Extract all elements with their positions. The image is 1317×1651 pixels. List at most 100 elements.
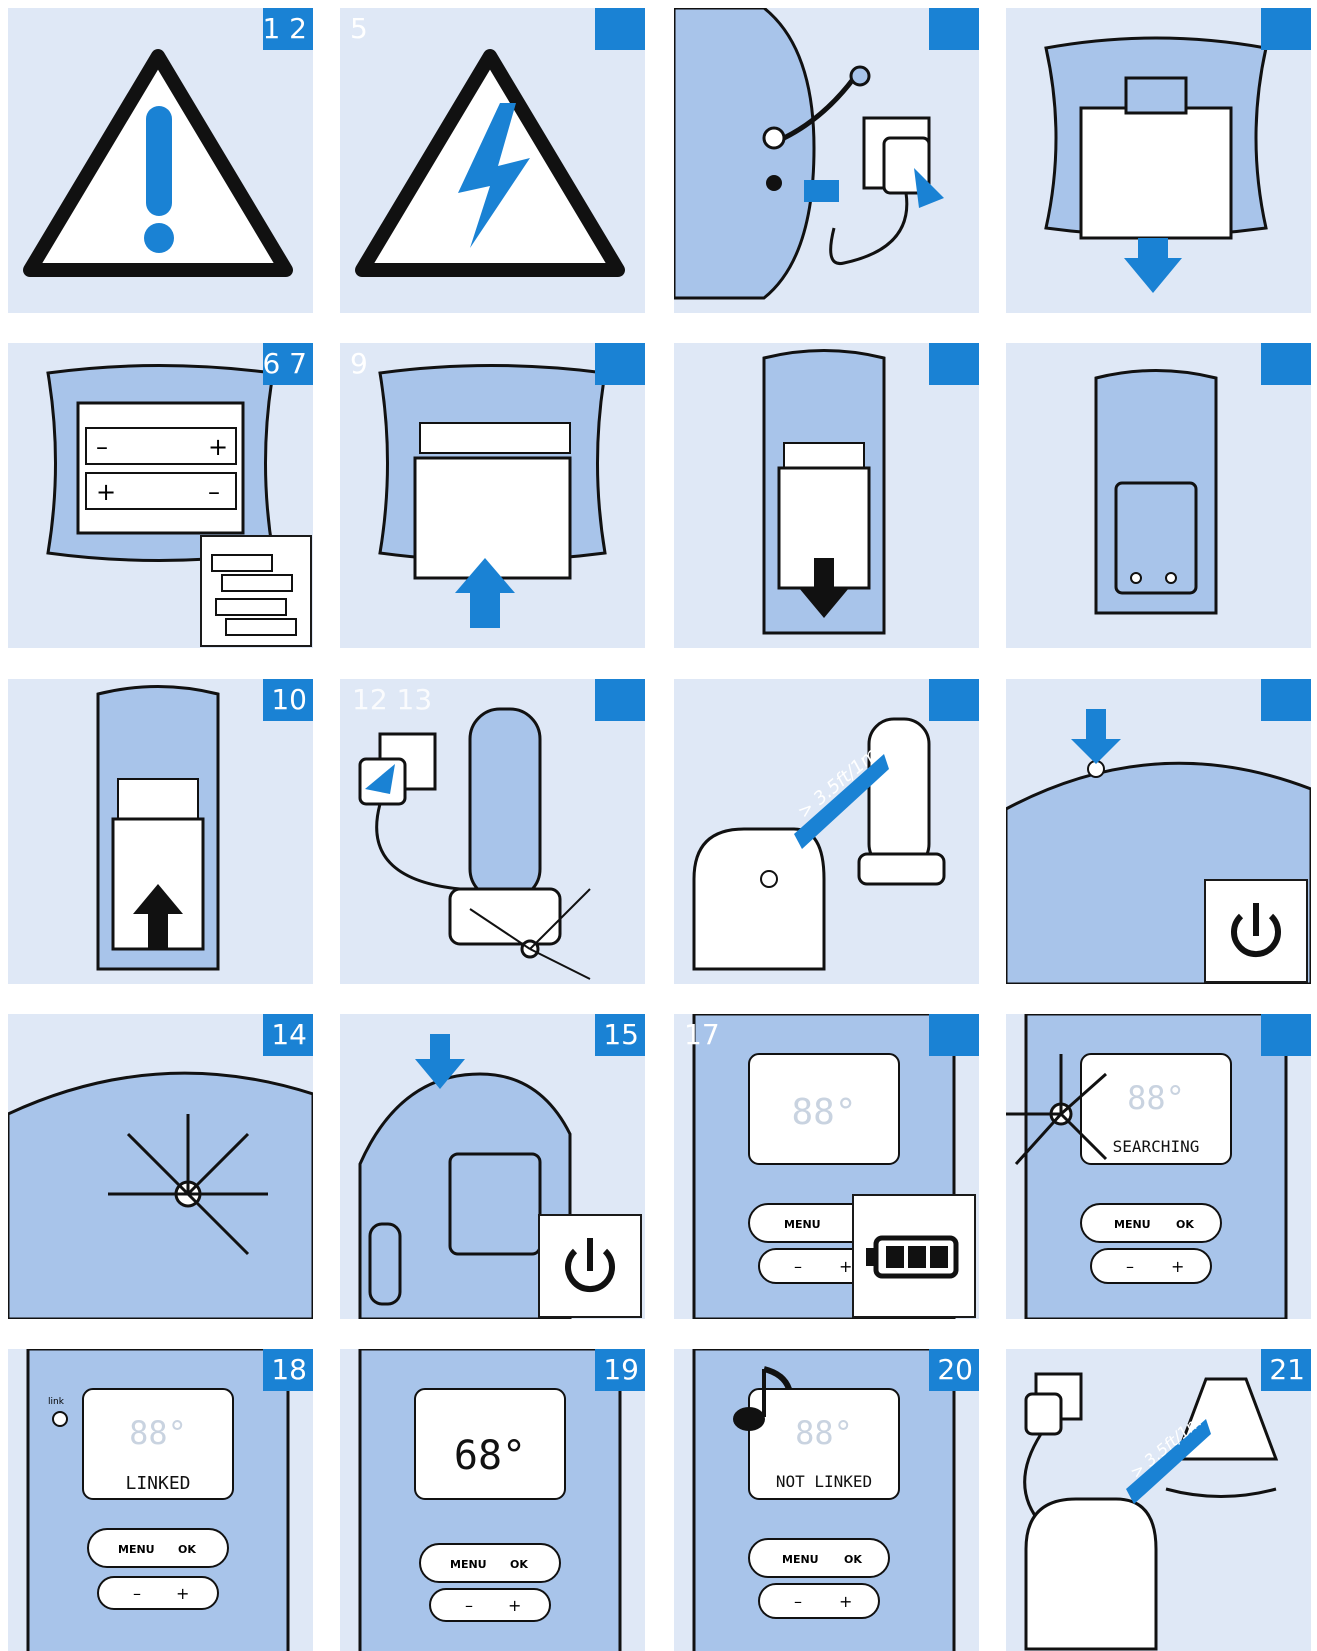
parent-unit-not-linked-illustration: 88° NOT LINKED MENU OK – + <box>692 1349 956 1651</box>
svg-text:OK: OK <box>510 1558 528 1571</box>
panel-remove-cover <box>1006 8 1311 313</box>
step-badge <box>595 8 645 50</box>
baby-unit-light-illustration <box>8 1071 313 1319</box>
step-badge: 21 <box>1261 1349 1311 1391</box>
battery-cover-remove-illustration <box>1044 36 1268 293</box>
parent-unit-cover-open-illustration <box>762 349 886 635</box>
svg-text:–: – <box>465 1596 473 1615</box>
step-badge <box>1261 679 1311 721</box>
panel-parent-open-cover <box>674 343 979 648</box>
svg-text:+: + <box>508 1596 521 1615</box>
battery-cover-replace-illustration <box>378 364 607 628</box>
step-badge <box>595 679 645 721</box>
panel-parent-power: 15 <box>340 1014 645 1319</box>
step-badge: 15 <box>595 1014 645 1056</box>
lcd-linked: LINKED <box>125 1473 190 1494</box>
svg-text:MENU: MENU <box>782 1553 819 1566</box>
panel-placement: > 3.5ft/1m 21 <box>1006 1349 1311 1651</box>
panel-temperature: 68° MENU OK – + 19 <box>340 1349 645 1651</box>
svg-text:+: + <box>1171 1257 1184 1276</box>
distance-illustration: > 3.5ft/1m <box>692 717 946 971</box>
step-badge: 19 <box>595 1349 645 1391</box>
panel-distance: > 3.5ft/1m <box>674 679 979 984</box>
svg-text:OK: OK <box>844 1553 862 1566</box>
parent-unit-cover-close-illustration <box>96 685 220 971</box>
step-badge <box>1261 343 1311 385</box>
panel-baby-power <box>1006 679 1311 984</box>
panel-parent-back <box>1006 343 1311 648</box>
svg-text:–: – <box>794 1592 802 1611</box>
lcd-temperature-value: 68° <box>454 1433 526 1479</box>
step-badge <box>929 679 979 721</box>
battery-full-icon <box>866 1235 959 1279</box>
power-icon <box>1231 903 1281 958</box>
panel-searching: 88° SEARCHING MENU OK – + <box>1006 1014 1311 1319</box>
power-inset <box>1204 879 1308 983</box>
panel-charger: 12 13 <box>340 679 645 984</box>
step-badge <box>929 1014 979 1056</box>
svg-text:–: – <box>133 1584 141 1603</box>
parent-unit-top-illustration <box>358 1034 572 1319</box>
battery-insert-illustration: – + + – <box>46 364 275 562</box>
step-badge: 10 <box>263 679 313 721</box>
parent-unit-linked-illustration: 88° LINKED link MENU OK – + <box>26 1349 290 1651</box>
link-label: link <box>48 1397 65 1407</box>
svg-text:+: + <box>176 1584 189 1603</box>
svg-text:OK: OK <box>1176 1218 1194 1231</box>
panel-battery-full: 88° MENU – + 17 <box>674 1014 979 1319</box>
svg-text:+: + <box>839 1592 852 1611</box>
charger-illustration <box>358 707 591 980</box>
step-number-spill: 12 13 <box>352 683 433 716</box>
svg-text:–: – <box>1126 1257 1134 1276</box>
step-badge <box>929 8 979 50</box>
battery-minus-label: – <box>96 433 108 461</box>
panel-linked: 88° LINKED link MENU OK – + 18 <box>8 1349 313 1651</box>
battery-orientation-inset <box>200 535 312 647</box>
parent-unit-temperature-illustration: 68° MENU OK – + <box>358 1349 622 1651</box>
parent-unit-back-illustration <box>1094 369 1218 615</box>
step-badge: 20 <box>929 1349 979 1391</box>
svg-text:MENU: MENU <box>450 1558 487 1571</box>
parent-unit-searching-illustration: 88° SEARCHING MENU OK – + <box>1006 1014 1288 1319</box>
step-badge: 6 7 <box>262 343 313 385</box>
step-number-spill: 17 <box>684 1018 720 1051</box>
battery-plus-label: + <box>208 433 228 461</box>
step-badge <box>929 343 979 385</box>
svg-text:88°: 88° <box>1127 1079 1185 1117</box>
adapter-connection-illustration <box>674 8 944 300</box>
power-icon <box>565 1238 615 1293</box>
svg-text:88°: 88° <box>129 1414 187 1452</box>
plus-label: + <box>839 1257 852 1276</box>
step-badge <box>595 343 645 385</box>
lcd-temperature: 88° <box>791 1092 856 1133</box>
step-badge: 18 <box>263 1349 313 1391</box>
baby-unit-placement-illustration: > 3.5ft/1m <box>1023 1372 1279 1651</box>
svg-text:–: – <box>208 478 220 506</box>
lcd-not-linked: NOT LINKED <box>776 1472 872 1491</box>
step-badge: 1 2 <box>262 8 313 50</box>
warning-icon <box>23 49 293 277</box>
battery-inset <box>852 1194 976 1318</box>
panel-warning: 1 2 <box>8 8 313 313</box>
step-badge: 14 <box>263 1014 313 1056</box>
power-inset <box>538 1214 642 1318</box>
step-number: 1 2 <box>262 12 307 45</box>
panel-connect-adapter <box>674 8 979 313</box>
step-number-spill: 9 <box>350 347 368 380</box>
svg-text:+: + <box>96 478 116 506</box>
panel-baby-light: 14 <box>8 1014 313 1319</box>
menu-label: MENU <box>784 1218 821 1231</box>
step-number-spill: 5 <box>350 12 368 45</box>
panel-insert-batteries: – + + – 6 7 <box>8 343 313 648</box>
minus-label: – <box>794 1257 802 1276</box>
panel-electric-warning: 5 <box>340 8 645 313</box>
lcd-searching: SEARCHING <box>1113 1137 1200 1156</box>
svg-text:88°: 88° <box>795 1414 853 1452</box>
panel-replace-cover: 9 <box>340 343 645 648</box>
svg-text:MENU: MENU <box>1114 1218 1151 1231</box>
panel-not-linked: 88° NOT LINKED MENU OK – + 20 <box>674 1349 979 1651</box>
svg-text:MENU: MENU <box>118 1543 155 1556</box>
step-badge <box>1261 8 1311 50</box>
electric-warning-icon <box>355 49 625 277</box>
